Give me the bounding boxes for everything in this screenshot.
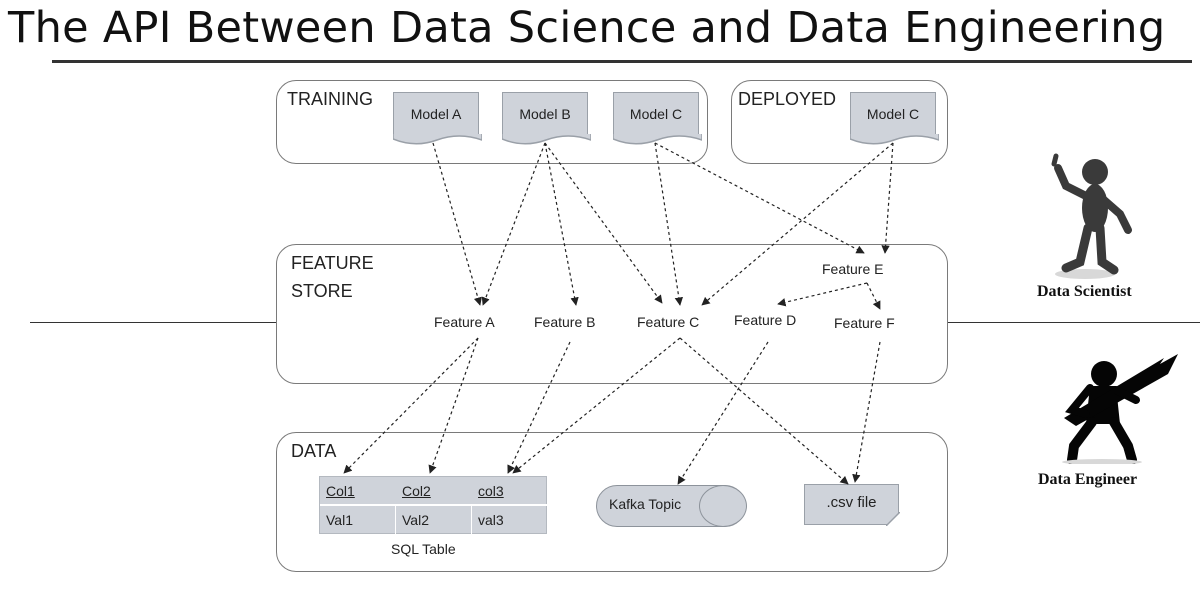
model-a-label: Model A (410, 106, 462, 122)
feature-d: Feature D (734, 312, 797, 328)
sql-table-caption: SQL Table (391, 541, 456, 557)
sql-value-2: Val2 (396, 506, 472, 535)
data-engineer-label: Data Engineer (1038, 471, 1138, 488)
kafka-topic-label: Kafka Topic (609, 496, 682, 512)
model-b-doc: Model B (501, 92, 591, 145)
divider-right (948, 322, 1200, 323)
model-a-doc: Model A (392, 92, 482, 145)
data-label: DATA (291, 441, 337, 461)
feature-b: Feature B (534, 314, 596, 330)
feature-store-label: FEATURE STORE (291, 253, 374, 301)
deployed-model-c-label: Model C (866, 106, 920, 122)
deployed-label: DEPLOYED (738, 89, 837, 109)
csv-file: .csv file (804, 484, 900, 526)
model-b-label: Model B (519, 106, 571, 122)
data-scientist-label: Data Scientist (1037, 283, 1132, 300)
page-title: The API Between Data Science and Data En… (8, 3, 1166, 53)
feature-a: Feature A (434, 314, 495, 330)
model-c-doc: Model C (612, 92, 702, 145)
sql-header-col2: Col2 (396, 477, 472, 506)
sql-header-col3: col3 (472, 477, 548, 506)
feature-f: Feature F (834, 315, 895, 331)
sql-header-col1: Col1 (320, 477, 396, 506)
feature-c: Feature C (637, 314, 700, 330)
csv-file-label: .csv file (826, 494, 877, 511)
training-label: TRAINING (287, 89, 374, 109)
sql-table: Col1 Col2 col3 Val1 Val2 val3 (319, 476, 548, 535)
deployed-model-c-doc: Model C (849, 92, 939, 145)
kafka-cylinder-end (698, 484, 747, 527)
title-underline (52, 60, 1192, 63)
feature-e: Feature E (822, 261, 884, 277)
sql-value-3: val3 (478, 512, 504, 528)
sql-value-1: Val1 (320, 506, 396, 535)
model-c-label: Model C (629, 106, 683, 122)
data-engineer-figure-icon (1062, 354, 1178, 464)
divider-left (30, 322, 278, 323)
data-scientist-figure-icon (1051, 153, 1132, 279)
kafka-topic: Kafka Topic (596, 484, 747, 527)
